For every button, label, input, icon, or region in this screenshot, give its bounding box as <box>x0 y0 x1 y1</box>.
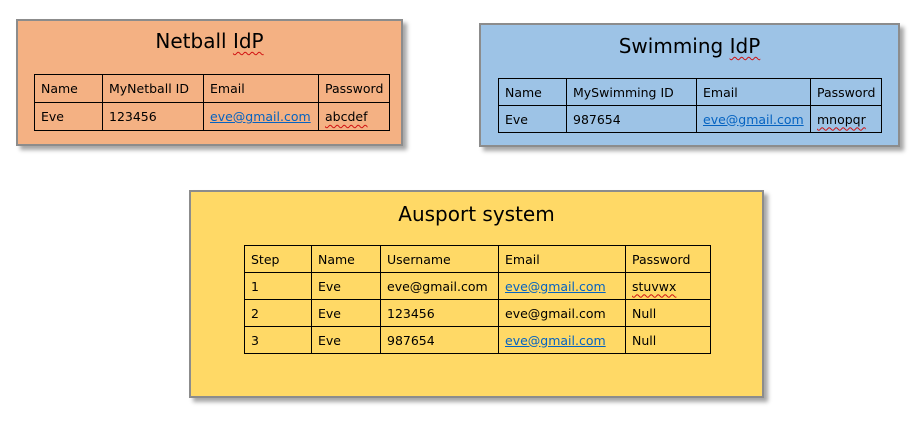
swimming-idp-title: Swimming IdP <box>618 34 761 58</box>
email-link[interactable]: eve@gmail.com <box>505 332 606 348</box>
header-cell: Step <box>244 245 312 273</box>
table-cell: 123456 <box>380 299 499 327</box>
table-cell: 3 <box>244 326 312 354</box>
header-cell: Email <box>498 245 626 273</box>
header-cell: MySwimming ID <box>566 78 697 106</box>
ausport-table: Step Name Username Email Password 1 Eve … <box>244 245 711 354</box>
table-cell: abcdef <box>317 102 391 131</box>
table-row: Eve 123456 eve@gmail.com abcdef <box>34 102 391 131</box>
table-header-row: Step Name Username Email Password <box>244 245 711 273</box>
table-cell: 987654 <box>380 326 499 354</box>
table-header-row: Name MyNetball ID Email Password <box>34 74 391 103</box>
table-cell: eve@gmail.com <box>498 272 626 300</box>
spellcheck-underline: IdP <box>729 34 761 58</box>
table-cell: Null <box>625 299 711 327</box>
table-cell: eve@gmail.com <box>380 272 499 300</box>
header-cell: Password <box>317 74 391 103</box>
netball-table: Name MyNetball ID Email Password Eve 123… <box>34 74 391 131</box>
netball-idp-panel: Netball IdP Name MyNetball ID Email Pass… <box>16 19 403 146</box>
table-cell: eve@gmail.com <box>203 102 319 131</box>
table-cell: Eve <box>34 102 103 131</box>
table-cell: mnopqr <box>809 105 883 133</box>
table-cell: 987654 <box>566 105 697 133</box>
header-cell: Name <box>34 74 103 103</box>
password-value: stuvwx <box>632 278 677 294</box>
netball-idp-title: Netball IdP <box>155 29 264 53</box>
header-cell: Name <box>498 78 567 106</box>
header-cell: Email <box>696 78 811 106</box>
header-cell: Email <box>203 74 319 103</box>
table-cell: Null <box>625 326 711 354</box>
table-cell: 123456 <box>102 102 204 131</box>
table-cell: Eve <box>311 272 381 300</box>
table-row: 1 Eve eve@gmail.com eve@gmail.com stuvwx <box>244 272 711 300</box>
header-cell: MyNetball ID <box>102 74 204 103</box>
spellcheck-underline: IdP <box>232 29 264 53</box>
header-cell: Password <box>809 78 883 106</box>
swimming-table: Name MySwimming ID Email Password Eve 98… <box>498 78 883 133</box>
email-link[interactable]: eve@gmail.com <box>210 109 311 124</box>
password-value: mnopqr <box>817 111 866 127</box>
ausport-system-title: Ausport system <box>398 202 555 226</box>
table-row: Eve 987654 eve@gmail.com mnopqr <box>498 105 883 133</box>
table-cell: 1 <box>244 272 312 300</box>
table-row: 2 Eve 123456 eve@gmail.com Null <box>244 299 711 327</box>
table-cell: eve@gmail.com <box>696 105 811 133</box>
header-cell: Name <box>311 245 381 273</box>
email-link[interactable]: eve@gmail.com <box>703 111 804 127</box>
table-cell: Eve <box>498 105 567 133</box>
table-cell: eve@gmail.com <box>498 326 626 354</box>
table-cell: Eve <box>311 299 381 327</box>
table-cell: 2 <box>244 299 312 327</box>
ausport-system-panel: Ausport system Step Name Username Email … <box>189 190 764 398</box>
table-cell: Eve <box>311 326 381 354</box>
table-row: 3 Eve 987654 eve@gmail.com Null <box>244 326 711 354</box>
table-cell: eve@gmail.com <box>498 299 626 327</box>
header-cell: Username <box>380 245 499 273</box>
email-link[interactable]: eve@gmail.com <box>505 278 606 294</box>
table-header-row: Name MySwimming ID Email Password <box>498 78 883 106</box>
swimming-idp-panel: Swimming IdP Name MySwimming ID Email Pa… <box>479 23 900 147</box>
header-cell: Password <box>625 245 711 273</box>
password-value: abcdef <box>325 109 368 124</box>
table-cell: stuvwx <box>625 272 711 300</box>
